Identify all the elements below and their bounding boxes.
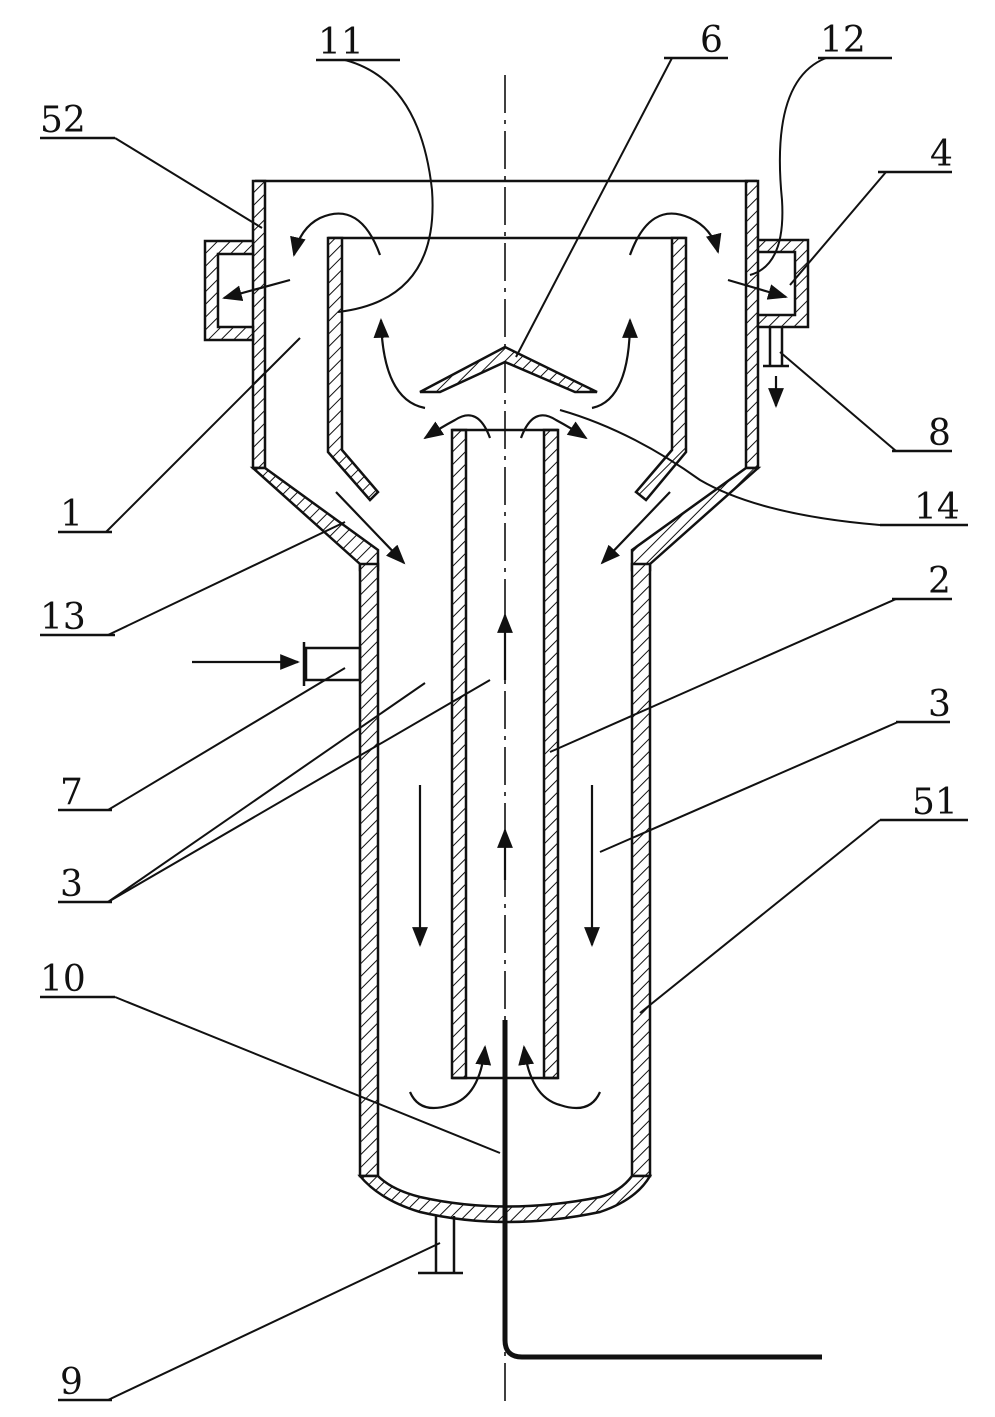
label-8: 8	[928, 413, 951, 454]
left-chamber	[203, 239, 255, 342]
label-52: 52	[40, 100, 86, 141]
cone-cap	[419, 345, 598, 394]
feed-line	[502, 1020, 822, 1360]
inlet-pipe	[192, 642, 362, 686]
leader-lines	[40, 56, 968, 1402]
flow-arrows	[222, 212, 788, 1110]
label-9: 9	[60, 1362, 83, 1403]
label-4: 4	[930, 134, 953, 175]
label-51: 51	[912, 782, 958, 823]
label-10: 10	[40, 959, 86, 1000]
inner-baffle	[326, 236, 688, 502]
outlet-chamber	[756, 238, 810, 329]
label-3-left: 3	[60, 864, 83, 905]
label-6: 6	[700, 20, 723, 61]
label-14: 14	[914, 487, 960, 528]
label-1: 1	[60, 494, 83, 535]
label-12: 12	[820, 20, 866, 61]
label-13: 13	[40, 597, 86, 638]
label-3-right: 3	[928, 684, 951, 725]
drain-pipe	[763, 327, 789, 408]
label-7: 7	[60, 772, 83, 813]
bottom-drain	[418, 1216, 463, 1275]
label-11: 11	[318, 22, 364, 63]
label-2: 2	[928, 561, 951, 602]
central-tube	[450, 428, 560, 1080]
